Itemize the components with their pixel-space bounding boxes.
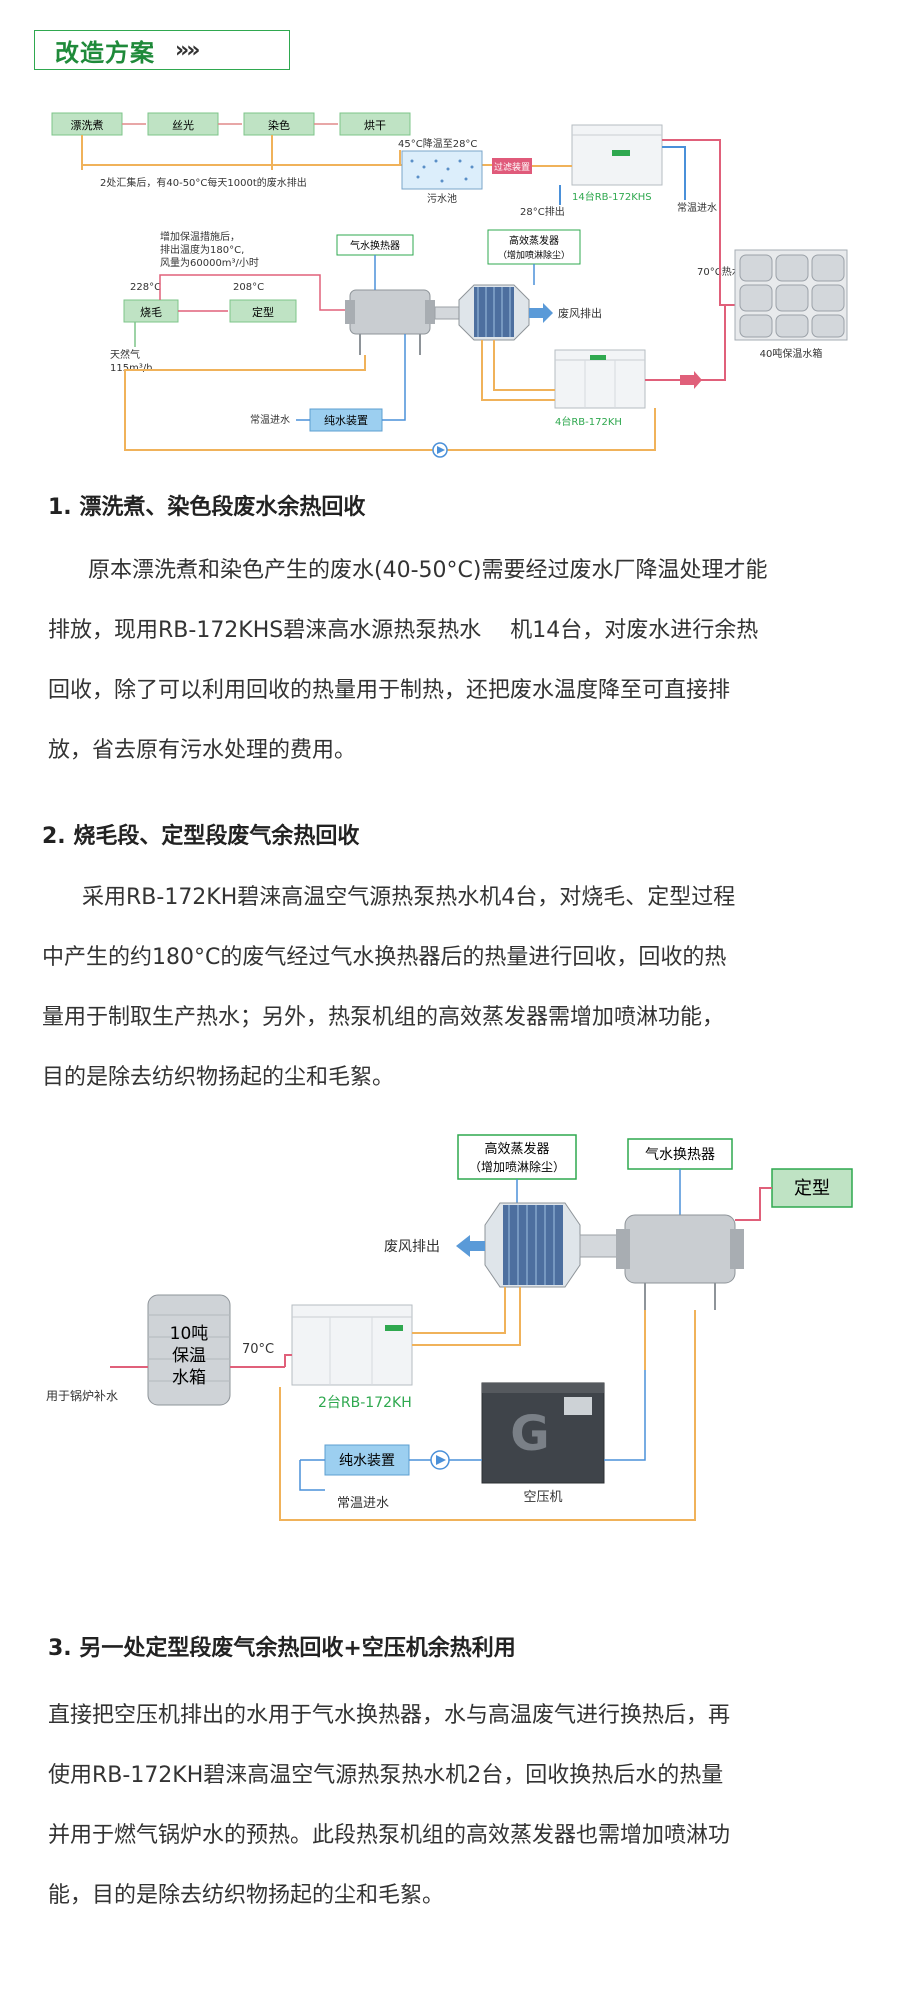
svg-text:G: G [510, 1406, 549, 1462]
section-1-body: 原本漂洗煮和染色产生的废水(40-50°C)需要经过废水厂降温处理才能 排放，现… [48, 541, 868, 781]
evap-label-1: 高效蒸发器 [484, 1141, 549, 1157]
section-2-body: 采用RB-172KH碧涞高温空气源热泵热水机4台，对烧毛、定型过程 中产生的约1… [42, 868, 862, 1108]
process-box-dry: 烘干 [340, 113, 410, 135]
tank-label-3: 水箱 [172, 1368, 206, 1388]
exhaust-label: 废风排出 [558, 306, 602, 320]
evap-label-1: 高效蒸发器 [509, 234, 559, 247]
paragraph-line: 直接把空压机排出的水用于气水换热器，水与高温废气进行换热后，再 [48, 1686, 868, 1746]
paragraph-line: 采用RB-172KH碧涞高温空气源热泵热水机4台，对烧毛、定型过程 [42, 868, 862, 928]
setting-process-box: 定型 [772, 1169, 852, 1207]
high-efficiency-evaporator [485, 1203, 580, 1287]
hx-label: 气水换热器 [350, 239, 400, 252]
normal-in-label: 常温进水 [337, 1496, 389, 1511]
heat-pump-2-units: 2台RB-172KH [292, 1305, 412, 1411]
gas-label-1: 天然气 [110, 348, 140, 361]
paragraph-line: 使用RB-172KH碧涞高温空气源热泵热水机2台，回收换热后水的热量 [48, 1746, 868, 1806]
temp-70: 70°C [242, 1342, 274, 1357]
process-label: 定型 [252, 305, 274, 319]
paragraph-line: 排放，现用RB-172KHS碧涞高水源热泵热水 机14台，对废水进行余热 [48, 601, 868, 661]
cooling-note: 45°C降温至28°C [398, 137, 477, 150]
waste-heat-flow-diagram-2: 高效蒸发器 （增加喷淋除尘） 气水换热器 定型 废风排出 10吨 保温 水箱 [0, 1125, 900, 1565]
process-box-singe: 烧毛 [124, 300, 178, 322]
process-box-setting: 定型 [230, 300, 296, 322]
paragraph-line: 目的是除去纺织物扬起的尘和毛絮。 [42, 1048, 862, 1108]
exhaust-label: 废风排出 [384, 1239, 440, 1255]
air-water-hx-label-box: 气水换热器 [628, 1139, 732, 1169]
double-chevron-icon: »» [175, 38, 197, 63]
boiler-label: 用于锅炉补水 [46, 1388, 118, 1403]
gas-label-2: 115m³/h [110, 363, 153, 374]
process-box-dye: 染色 [244, 113, 314, 135]
air-compressor: G 空压机 [482, 1383, 604, 1505]
sewage-pool: 45°C降温至28°C 污水池 [398, 137, 482, 205]
process-box-rinse: 漂洗煮 [52, 113, 122, 135]
section-3-title: 3. 另一处定型段废气余热回收+空压机余热利用 [48, 1630, 516, 1662]
process-label: 染色 [268, 118, 290, 132]
tank-40-label: 40吨保温水箱 [760, 347, 823, 360]
paragraph-line: 并用于燃气锅炉水的预热。此段热泵机组的高效蒸发器也需增加喷淋功 [48, 1806, 868, 1866]
hp2-label: 2台RB-172KH [318, 1395, 412, 1411]
pure-water-label: 纯水装置 [339, 1453, 395, 1469]
boost-note-3: 风量为60000m³/小时 [160, 257, 259, 269]
process-label: 烧毛 [140, 306, 162, 319]
paragraph-line: 回收，除了可以利用回收的热量用于制热，还把废水温度降至可直接排 [48, 661, 868, 721]
section-3-body: 直接把空压机排出的水用于气水换热器，水与高温废气进行换热后，再 使用RB-172… [48, 1686, 868, 1926]
air-water-hx-label-box: 气水换热器 [337, 235, 413, 255]
evaporator-label-box: 高效蒸发器 （增加喷淋除尘） [458, 1135, 576, 1179]
process-label: 丝光 [172, 118, 194, 132]
tank-label-1: 10吨 [170, 1324, 209, 1344]
process-label: 漂洗煮 [71, 119, 104, 132]
hx-label: 气水换热器 [645, 1146, 715, 1163]
air-water-heat-exchanger [616, 1215, 744, 1310]
evaporator-label-box: 高效蒸发器 （增加喷淋除尘） [488, 230, 580, 264]
hp4-label: 4台RB-172KH [555, 415, 622, 428]
process-label: 烘干 [364, 118, 386, 132]
temp-228: 228°C [130, 282, 161, 293]
waste-heat-flow-diagram-1: 漂洗煮 丝光 染色 烘干 2处汇集后，有40-50°C每天1000t的废水排出 … [0, 95, 900, 475]
paragraph-line: 原本漂洗煮和染色产生的废水(40-50°C)需要经过废水厂降温处理才能 [48, 541, 868, 601]
pure-water-device: 纯水装置 [325, 1445, 409, 1475]
sewage-pool-label: 污水池 [427, 192, 457, 205]
paragraph-line: 量用于制取生产热水；另外，热泵机组的高效蒸发器需增加喷淋功能， [42, 988, 862, 1048]
paragraph-line: 能，目的是除去纺织物扬起的尘和毛絮。 [48, 1866, 868, 1926]
pure-water-device: 纯水装置 [310, 409, 382, 431]
high-efficiency-evaporator [459, 285, 529, 340]
filter-device: 过滤装置 [492, 158, 532, 174]
heat-pump-4-units: 4台RB-172KH [555, 350, 645, 428]
setting-label: 定型 [794, 1178, 830, 1199]
waste-note: 2处汇集后，有40-50°C每天1000t的废水排出 [100, 176, 307, 189]
water-tank-10t: 10吨 保温 水箱 [148, 1295, 230, 1405]
normal-in-label: 常温进水 [677, 201, 717, 214]
water-tank-40t: 40吨保温水箱 [735, 250, 847, 360]
heat-pump-14-units: 14台RB-172KHS [572, 125, 662, 203]
process-box-mercerize: 丝光 [148, 113, 218, 135]
filter-label: 过滤装置 [494, 161, 530, 173]
boost-note-2: 排出温度为180°C, [160, 243, 244, 256]
compressor-label: 空压机 [523, 1490, 562, 1505]
evap-label-2: （增加喷淋除尘） [498, 249, 570, 261]
section-header: 改造方案 »» [34, 30, 290, 70]
hp14-label: 14台RB-172KHS [572, 190, 652, 203]
paragraph-line: 中产生的约180°C的废气经过气水换热器后的热量进行回收，回收的热 [42, 928, 862, 988]
temp-208: 208°C [233, 282, 264, 293]
section-header-title: 改造方案 [55, 33, 155, 68]
discharge-label: 28°C排出 [520, 205, 565, 218]
tank-label-2: 保温 [172, 1346, 206, 1366]
section-1-title: 1. 漂洗煮、染色段废水余热回收 [48, 489, 365, 521]
air-water-heat-exchanger [345, 290, 435, 355]
normal-in-label-2: 常温进水 [250, 413, 290, 426]
boost-note-1: 增加保温措施后， [160, 230, 240, 243]
evap-label-2: （增加喷淋除尘） [469, 1159, 565, 1174]
paragraph-line: 放，省去原有污水处理的费用。 [48, 721, 868, 781]
section-2-title: 2. 烧毛段、定型段废气余热回收 [42, 818, 359, 850]
pure-water-label: 纯水装置 [324, 414, 368, 427]
